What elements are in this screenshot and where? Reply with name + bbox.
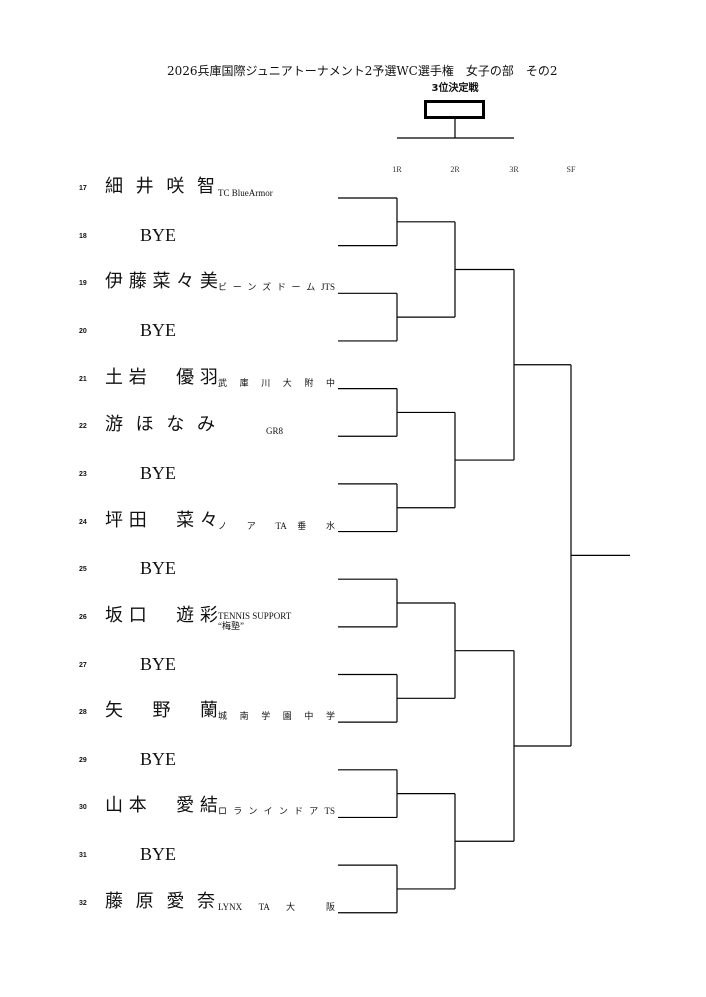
- entry-number: 28: [79, 709, 87, 717]
- player-affiliation: GR8: [266, 426, 284, 437]
- player-affiliation: LYNX TA 大 阪: [218, 901, 335, 912]
- entry-row: 25 BYE: [0, 558, 340, 581]
- bracket-title-text: 2026兵庫国際ジュニアトーナメント2予選WC選手権 女子の部 その2: [167, 64, 558, 78]
- player-name: 矢 野 蘭: [105, 700, 218, 722]
- third-place-label: 3位決定戦: [431, 83, 479, 94]
- player-affiliation: ビ ー ン ズ ド ー ム JTS: [218, 282, 335, 293]
- entry-row: 20 BYE: [0, 319, 340, 343]
- entry-row: 31 BYE: [0, 844, 340, 867]
- entry-number: 20: [79, 327, 87, 335]
- entry-row: 30 山 本 愛 結ロ ラ ン イ ン ド ア TS: [0, 795, 340, 819]
- entry-row: 22 游 ほ な み GR8: [0, 414, 340, 438]
- player-name: BYE: [140, 224, 176, 245]
- entry-row: 27 BYE: [0, 653, 340, 677]
- entry-number: 21: [79, 375, 87, 383]
- player-affiliation: ロ ラ ン イ ン ド ア TS: [218, 806, 335, 817]
- entry-number: 17: [79, 185, 87, 192]
- player-affiliation: ノ ア TA 垂 水: [218, 520, 335, 531]
- entry-number: 31: [79, 852, 87, 860]
- entry-row: 29 BYE: [0, 748, 340, 772]
- entry-number: 29: [79, 756, 87, 764]
- entry-number: 30: [79, 804, 87, 812]
- entry-number: 25: [79, 566, 87, 574]
- player-affiliation: 武 庫 川 大 附 中: [218, 377, 335, 388]
- player-name: 山 本 愛 結: [105, 795, 218, 817]
- player-name: BYE: [140, 558, 176, 579]
- affiliation-line-1: TENNIS SUPPORT: [218, 610, 292, 621]
- entry-row: 19 伊 藤 菜 々 美ビ ー ン ズ ド ー ム JTS: [0, 271, 340, 295]
- entry-row: 18 BYE: [0, 224, 340, 248]
- player-name: BYE: [140, 462, 176, 483]
- entry-row: 21 土 岩 優 羽武 庫 川 大 附 中: [0, 367, 340, 391]
- affiliation-line-2: “梅塾”: [218, 620, 244, 631]
- entry-number: 32: [79, 899, 87, 907]
- player-name: 藤 原 愛 奈: [105, 890, 215, 912]
- player-name: 游 ほ な み: [105, 414, 215, 436]
- player-affiliation: TC BlueArmor: [218, 188, 273, 198]
- round-label-2r: 2R: [450, 165, 460, 174]
- player-name: 坪 田 菜 々: [105, 509, 218, 531]
- entry-number: 23: [79, 470, 87, 478]
- player-name: BYE: [140, 653, 176, 674]
- entry-row: 28 矢 野 蘭城 南 学 園 中 学: [0, 700, 340, 724]
- round-label-1r: 1R: [392, 165, 402, 174]
- player-name: 土 岩 優 羽: [105, 366, 218, 388]
- entry-row: 23 BYE: [0, 462, 340, 486]
- round-label-sf: SF: [566, 165, 576, 174]
- player-affiliation: TENNIS SUPPORT“梅塾”: [218, 611, 291, 631]
- player-name: 伊 藤 菜 々 美: [105, 271, 218, 293]
- entry-number: 18: [79, 232, 87, 240]
- entry-number: 19: [79, 280, 87, 288]
- entry-number: 27: [79, 661, 87, 669]
- player-name: BYE: [140, 319, 176, 340]
- entry-number: 22: [79, 423, 87, 431]
- entry-row: 24 坪 田 菜 々ノ ア TA 垂 水: [0, 510, 340, 534]
- player-name: BYE: [140, 748, 176, 769]
- entry-number: 26: [79, 613, 87, 621]
- player-name: 坂 口 遊 彩: [105, 604, 218, 626]
- player-affiliation: 城 南 学 園 中 学: [218, 711, 335, 722]
- entry-number: 24: [79, 518, 87, 526]
- player-name: BYE: [140, 844, 176, 865]
- player-name: 細 井 咲 智: [105, 176, 215, 197]
- round-label-3r: 3R: [509, 165, 519, 174]
